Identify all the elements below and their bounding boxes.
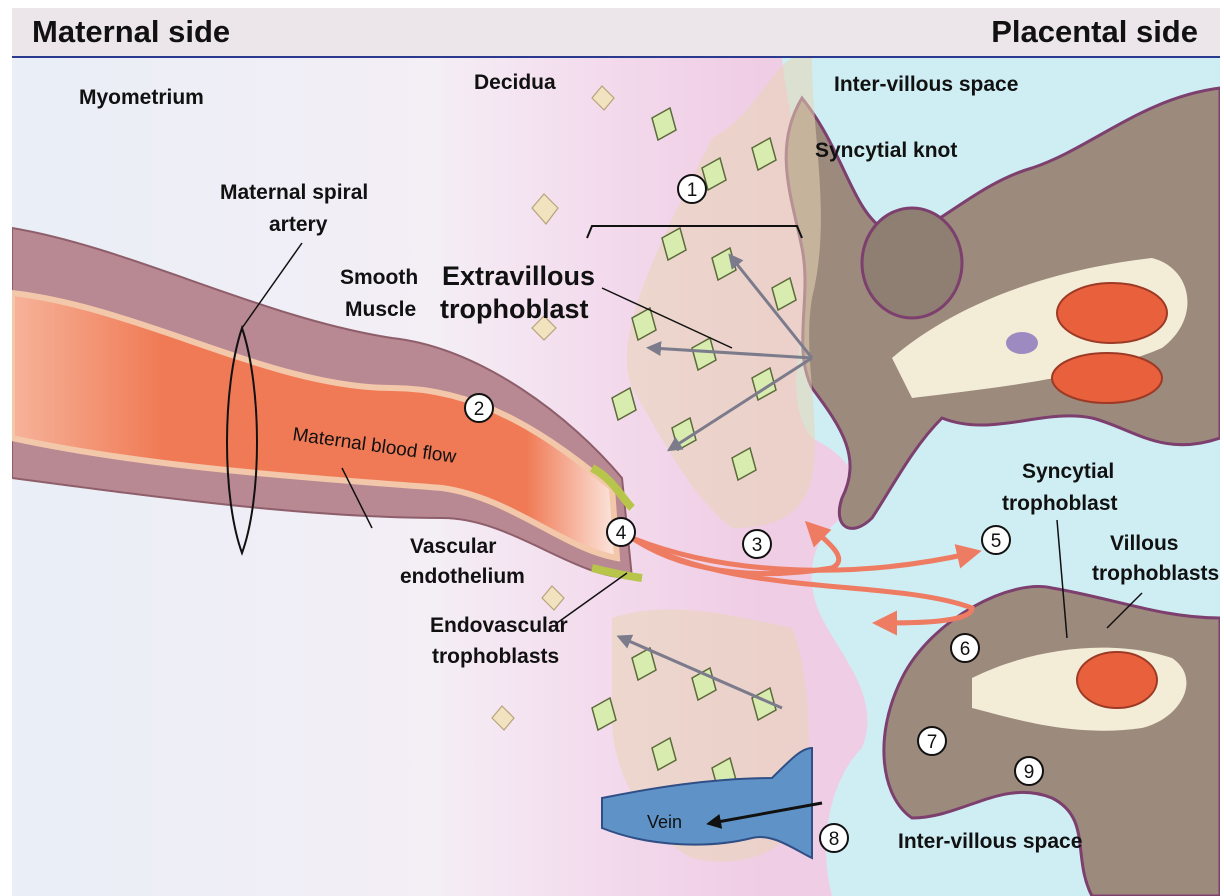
fetal-capillary-3 (1077, 652, 1157, 708)
svg-text:3: 3 (752, 535, 763, 556)
maternal-side-title: Maternal side (32, 14, 230, 50)
evt-label-1: Extravillous (442, 261, 595, 291)
header-bar: Maternal side Placental side (12, 8, 1220, 58)
svg-text:9: 9 (1024, 762, 1035, 783)
intervillous-top-label: Inter-villous space (834, 73, 1018, 96)
placental-side-title: Placental side (991, 14, 1198, 50)
marker-9: 9 (1015, 757, 1043, 785)
syncytial-knot-label: Syncytial knot (815, 139, 957, 162)
marker-4: 4 (607, 518, 635, 546)
svg-text:5: 5 (991, 531, 1002, 552)
spiral-artery-label-2: artery (269, 213, 328, 236)
myometrium-label: Myometrium (79, 86, 204, 109)
villous-trophoblasts-label-2: trophoblasts (1092, 562, 1219, 585)
placenta-illustration: Myometrium Decidua Inter-villous space M… (12, 58, 1220, 896)
svg-text:4: 4 (616, 523, 627, 544)
syncytial-knot-shape (862, 208, 962, 318)
evt-label-2: trophoblast (440, 294, 589, 324)
villous-trophoblasts-label-1: Villous (1110, 532, 1178, 555)
decidua-label: Decidua (474, 71, 556, 94)
endovascular-label-1: Endovascular (430, 614, 568, 637)
syncytial-trophoblast-label-2: trophoblast (1002, 492, 1118, 515)
fetal-capillary-1 (1057, 283, 1167, 343)
spiral-artery-label-1: Maternal spiral (220, 181, 368, 204)
vascular-endothelium-label-1: Vascular (410, 535, 496, 558)
smooth-muscle-label-1: Smooth (340, 266, 418, 289)
marker-2: 2 (465, 394, 493, 422)
svg-text:1: 1 (687, 180, 698, 201)
marker-3: 3 (743, 530, 771, 558)
vein-label: Vein (647, 812, 682, 832)
endovascular-label-2: trophoblasts (432, 645, 559, 668)
svg-text:2: 2 (474, 399, 485, 420)
hofbauer-cell (1006, 332, 1038, 354)
syncytial-trophoblast-label-1: Syncytial (1022, 460, 1114, 483)
marker-8: 8 (820, 824, 848, 852)
vascular-endothelium-label-2: endothelium (400, 565, 525, 588)
marker-6: 6 (951, 634, 979, 662)
intervillous-bottom-label: Inter-villous space (898, 830, 1082, 853)
svg-text:6: 6 (960, 639, 971, 660)
smooth-muscle-label-2: Muscle (345, 298, 416, 321)
marker-1: 1 (678, 175, 706, 203)
marker-7: 7 (918, 727, 946, 755)
svg-text:8: 8 (829, 829, 840, 850)
marker-5: 5 (982, 526, 1010, 554)
svg-text:7: 7 (927, 732, 938, 753)
fetal-capillary-2 (1052, 353, 1162, 403)
